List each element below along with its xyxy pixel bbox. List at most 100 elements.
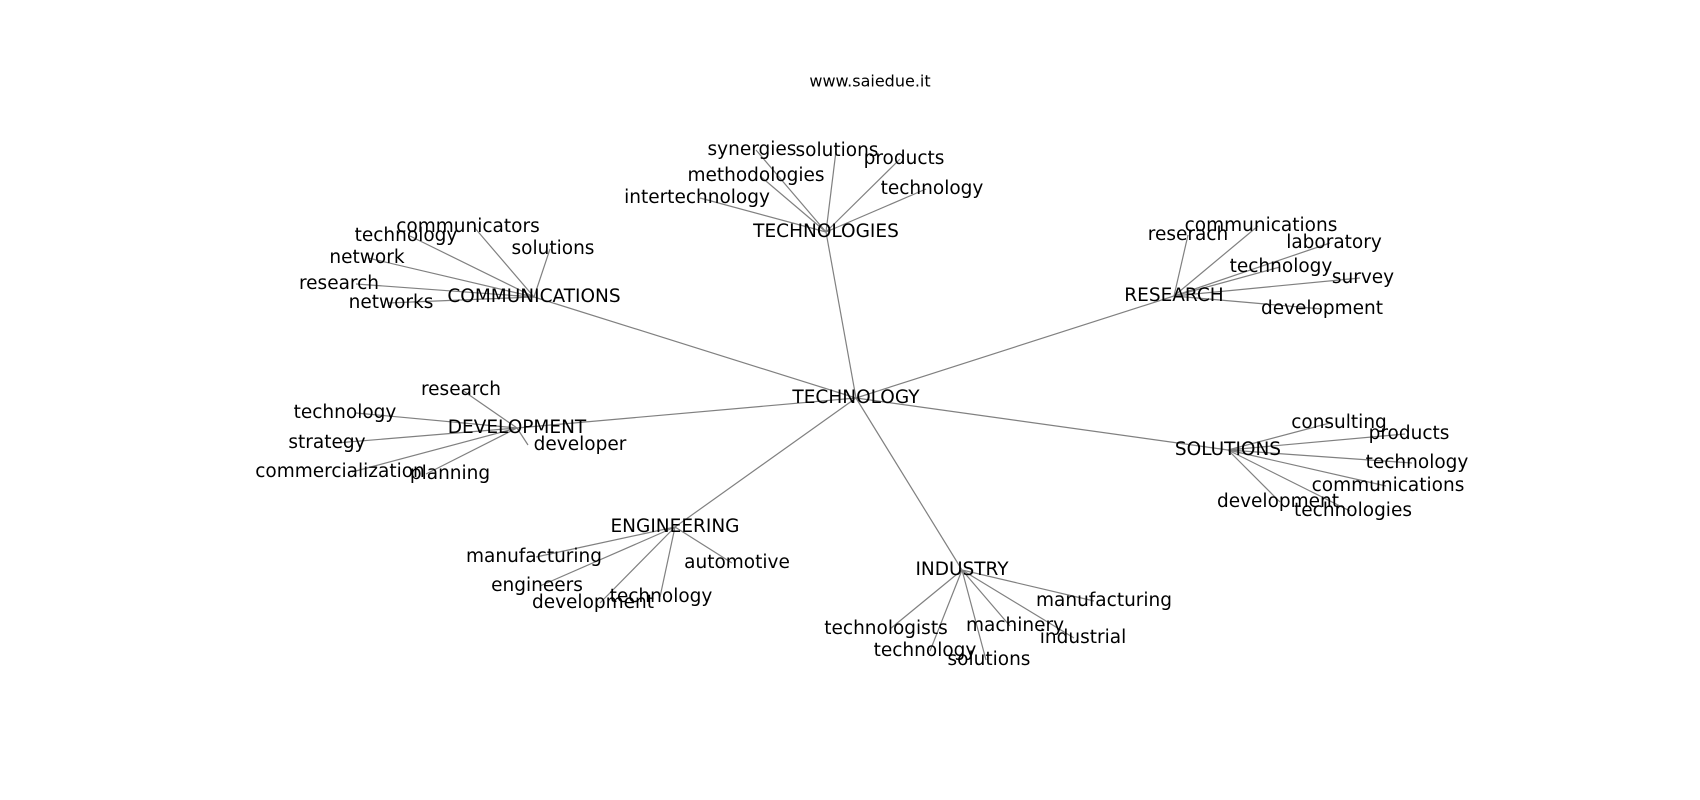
leaf-node-label: planning <box>410 463 490 484</box>
hub-node-label: DEVELOPMENT <box>448 417 587 438</box>
leaf-node-label: developer <box>534 434 627 455</box>
edge-hub-leaf <box>889 569 963 630</box>
edge-hub-leaf <box>1227 449 1281 503</box>
edge-hub-leaf <box>699 197 827 233</box>
leaf-node-label: development <box>532 592 654 613</box>
leaf-node-label: solutions <box>948 649 1031 670</box>
leaf-node-label: communications <box>1312 475 1465 496</box>
leaf-node-label: development <box>1261 298 1383 319</box>
edge-center-hub <box>516 397 857 429</box>
edge-center-hub <box>674 397 857 528</box>
hub-node-label: INDUSTRY <box>915 559 1009 580</box>
edge-hub-leaf <box>961 569 1075 639</box>
leaf-node-label: manufacturing <box>466 546 602 567</box>
hub-node-label: COMMUNICATIONS <box>447 286 620 307</box>
edge-hub-leaf <box>355 283 535 298</box>
leaf-node-label: technologists <box>824 618 947 639</box>
leaf-node-label: strategy <box>288 432 365 453</box>
edge-hub-leaf <box>755 149 827 233</box>
leaf-node-label: communicators <box>396 216 539 237</box>
edge-hub-leaf <box>387 296 535 304</box>
leaf-node-label: consulting <box>1291 412 1387 433</box>
leaf-node-label: technologies <box>1294 500 1412 521</box>
edge-hub-leaf <box>1173 242 1331 297</box>
center-node-label: TECHNOLOGY <box>791 387 920 408</box>
leaf-node-label: machinery <box>966 615 1064 636</box>
edge-hub-leaf <box>461 389 518 429</box>
edge-hub-leaf <box>659 526 676 598</box>
edge-center-hub <box>825 231 857 399</box>
leaf-node-label: technology <box>874 640 977 661</box>
edge-hub-leaf <box>961 569 1011 627</box>
edge-hub-leaf <box>367 257 535 298</box>
edge-hub-leaf <box>825 188 927 233</box>
hub-node-label: SOLUTIONS <box>1175 439 1281 460</box>
leaf-node-label: technology <box>1230 256 1333 277</box>
leaf-node-label: solutions <box>512 238 595 259</box>
leaf-node-label: engineers <box>491 575 583 596</box>
leaf-node-label: technology <box>881 178 984 199</box>
hub-node-label: RESEARCH <box>1124 285 1223 306</box>
leaf-node-label: manufacturing <box>1036 590 1172 611</box>
edge-hub-leaf <box>929 569 963 652</box>
leaf-node-label: industrial <box>1040 627 1126 648</box>
edge-hub-leaf <box>335 427 518 444</box>
leaf-node-label: intertechnology <box>624 187 770 208</box>
edge-hub-leaf <box>409 235 535 298</box>
hub-node-label: TECHNOLOGIES <box>752 221 899 242</box>
edge-hub-leaf <box>674 526 733 564</box>
edge-hub-leaf <box>355 412 518 429</box>
edge-center-hub <box>533 296 857 399</box>
edge-hub-leaf <box>1173 225 1259 297</box>
edge-hub-leaf <box>825 158 901 233</box>
edge-hub-leaf <box>599 526 676 604</box>
edge-hub-leaf <box>1227 433 1406 451</box>
leaf-node-label: technology <box>610 586 713 607</box>
leaf-node-label: technology <box>355 225 458 246</box>
edge-center-hub <box>855 295 1175 399</box>
leaf-node-label: research <box>299 273 379 294</box>
leaf-node-label: reserach <box>1148 224 1228 245</box>
leaf-node-label: technology <box>294 402 397 423</box>
edge-hub-leaf <box>1173 295 1323 310</box>
edge-center-hub <box>855 397 963 571</box>
edges-layer <box>335 149 1413 661</box>
edge-hub-leaf <box>825 150 837 233</box>
leaf-node-label: laboratory <box>1286 232 1382 253</box>
edge-hub-leaf <box>1173 277 1361 297</box>
leaf-node-label: communications <box>1185 215 1338 236</box>
edge-hub-leaf <box>1173 234 1189 297</box>
edge-hub-leaf <box>1227 449 1387 487</box>
leaf-node-label: products <box>864 148 945 169</box>
edge-hub-leaf <box>961 569 987 661</box>
leaf-node-label: development <box>1217 491 1339 512</box>
leaf-node-label: methodologies <box>687 165 824 186</box>
edge-hub-leaf <box>533 248 551 298</box>
leaf-node-label: network <box>329 247 404 268</box>
leaf-node-label: commercialization <box>255 461 425 482</box>
edge-hub-leaf <box>759 175 827 233</box>
leaf-node-label: automotive <box>684 552 790 573</box>
edge-hub-leaf <box>1173 266 1281 297</box>
edge-hub-leaf <box>516 427 529 446</box>
leaf-node-label: research <box>421 379 501 400</box>
leaf-node-label: technology <box>1366 452 1469 473</box>
hub-node-label: ENGINEERING <box>610 516 739 537</box>
edge-hub-leaf <box>1227 449 1351 512</box>
edge-hub-leaf <box>539 526 676 587</box>
edge-center-hub <box>855 397 1229 451</box>
site-url: www.saiedue.it <box>809 72 930 91</box>
leaf-node-label: survey <box>1332 267 1394 288</box>
edge-hub-leaf <box>961 569 1095 602</box>
leaf-node-label: products <box>1369 423 1450 444</box>
leaf-node-label: networks <box>349 292 434 313</box>
edge-hub-leaf <box>535 526 676 558</box>
edge-hub-leaf <box>425 427 518 475</box>
edge-hub-leaf <box>1227 422 1331 451</box>
edge-hub-leaf <box>1227 449 1413 464</box>
edge-hub-leaf <box>351 427 518 473</box>
leaf-node-label: solutions <box>796 140 879 161</box>
edge-hub-leaf <box>473 226 535 298</box>
